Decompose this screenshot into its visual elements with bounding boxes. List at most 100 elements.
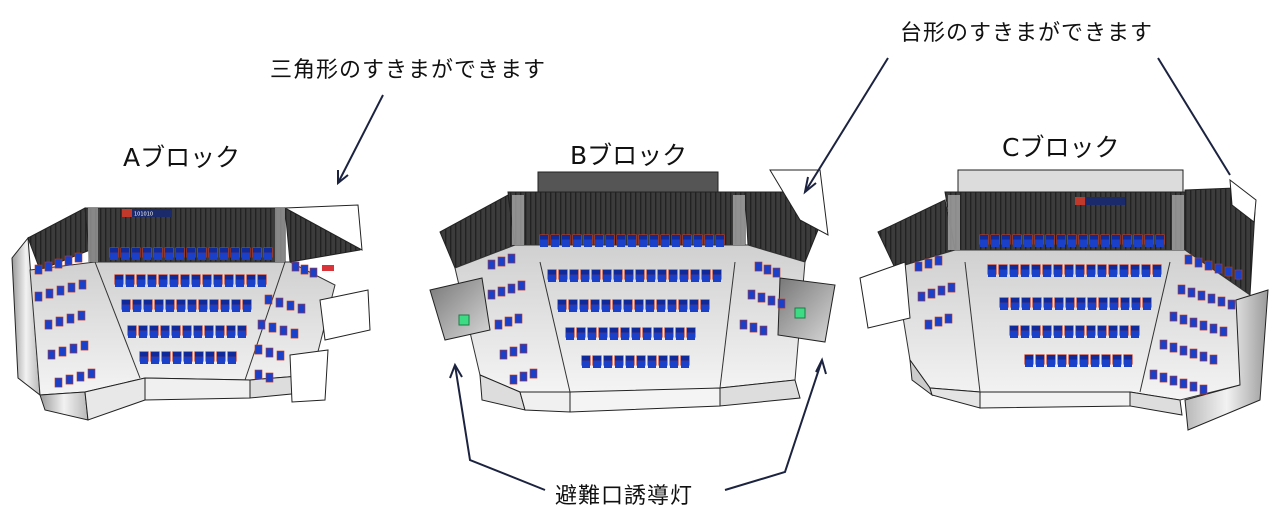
block-b-seats <box>487 234 786 385</box>
seat <box>175 247 185 260</box>
seat <box>182 325 192 338</box>
seat <box>509 346 518 357</box>
seat <box>1169 342 1178 353</box>
seat <box>669 355 679 368</box>
seat <box>609 327 619 340</box>
seat <box>569 269 579 282</box>
seat <box>763 264 772 275</box>
seat <box>291 261 300 272</box>
seat <box>636 355 646 368</box>
seat <box>300 264 309 275</box>
block-c-title: Cブロック <box>1002 133 1120 162</box>
seat <box>1187 287 1196 298</box>
seat <box>979 234 989 247</box>
block-a-seats <box>34 247 318 388</box>
seat <box>67 282 76 293</box>
seat <box>1159 339 1168 350</box>
trapezoid-gap-arrowhead-left <box>803 176 817 195</box>
seat <box>1224 266 1233 277</box>
seat <box>1199 351 1208 362</box>
seat <box>605 234 615 247</box>
seat <box>165 299 175 312</box>
seat <box>944 313 953 324</box>
seat <box>499 349 508 360</box>
seat <box>138 325 148 338</box>
exit-light-pointer-right <box>724 359 823 491</box>
seat <box>220 299 230 312</box>
seat <box>487 259 496 270</box>
seat <box>47 349 56 360</box>
seat <box>1090 354 1100 367</box>
seat <box>121 299 131 312</box>
seat <box>999 297 1009 310</box>
seat <box>1155 234 1165 247</box>
seat <box>139 351 149 364</box>
seat <box>263 247 273 260</box>
seat <box>1079 354 1089 367</box>
seat <box>1009 325 1019 338</box>
seat <box>1184 254 1193 265</box>
seat <box>45 288 54 299</box>
seat <box>917 291 926 302</box>
seat <box>934 316 943 327</box>
seat <box>657 269 667 282</box>
seat <box>1189 348 1198 359</box>
seat <box>624 269 634 282</box>
seat <box>700 299 710 312</box>
seat <box>1086 264 1096 277</box>
seat <box>215 325 225 338</box>
seat <box>757 292 766 303</box>
seat <box>149 325 159 338</box>
seat <box>646 269 656 282</box>
seat <box>1169 311 1178 322</box>
seat <box>1087 297 1097 310</box>
seat <box>193 325 203 338</box>
seat <box>647 355 657 368</box>
seat <box>1152 264 1162 277</box>
seat <box>1189 381 1198 392</box>
seat <box>1057 354 1067 367</box>
seat <box>612 299 622 312</box>
trapezoid-gap-pointer-left <box>804 57 889 193</box>
seat <box>1001 234 1011 247</box>
seat <box>1098 297 1108 310</box>
seat <box>1123 354 1133 367</box>
seat <box>616 234 626 247</box>
seat <box>1010 297 1020 310</box>
seat <box>230 247 240 260</box>
seat <box>76 371 85 382</box>
seat <box>924 319 933 330</box>
seat <box>679 269 689 282</box>
seat <box>309 267 318 278</box>
seat <box>507 253 516 264</box>
seat <box>131 247 141 260</box>
seat <box>254 369 263 380</box>
seat <box>739 319 748 330</box>
seat <box>1179 314 1188 325</box>
seat <box>1097 325 1107 338</box>
seat <box>581 355 591 368</box>
seat <box>686 327 696 340</box>
seat <box>1207 293 1216 304</box>
seat <box>204 325 214 338</box>
seat <box>191 274 201 287</box>
seat <box>1065 297 1075 310</box>
seat <box>125 274 135 287</box>
seat <box>34 264 43 275</box>
seat <box>265 372 274 383</box>
seat <box>275 297 284 308</box>
seat <box>120 247 130 260</box>
seat <box>517 280 526 291</box>
seat <box>74 252 83 263</box>
seat <box>257 319 266 330</box>
seat <box>1217 296 1226 307</box>
seat <box>1109 297 1119 310</box>
seat <box>242 299 252 312</box>
seat <box>1035 354 1045 367</box>
seat <box>682 234 692 247</box>
seat <box>69 343 78 354</box>
seat <box>290 328 299 339</box>
seat <box>1064 325 1074 338</box>
seat <box>653 327 663 340</box>
block-c <box>859 169 1269 431</box>
